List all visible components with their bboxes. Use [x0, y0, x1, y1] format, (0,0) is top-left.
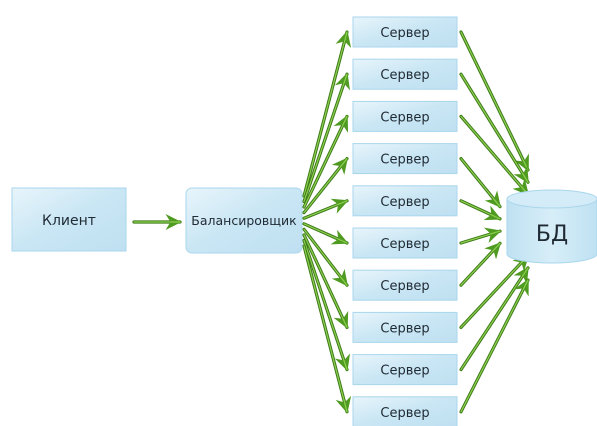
server-node: Сервер	[352, 354, 458, 386]
server-label: Сервер	[380, 279, 429, 294]
arrow-balancer-to-server-highlight	[303, 223, 348, 244]
server-node: Сервер	[352, 396, 458, 426]
server-node: Сервер	[352, 311, 458, 343]
server-box	[352, 311, 458, 343]
balancer-node: Балансировщик	[185, 187, 303, 254]
arrow-server-to-db-highlight	[460, 279, 529, 413]
arrow-balancer-to-server-highlight	[303, 158, 348, 214]
arrow-server-to-db-highlight	[460, 242, 501, 286]
arrow-server-to-db-highlight	[460, 115, 529, 196]
server-node: Сервер	[352, 100, 458, 132]
server-label: Сервер	[380, 153, 429, 168]
server-box	[352, 58, 458, 90]
server-label: Сервер	[380, 364, 429, 379]
arrow-server-to-db-highlight	[460, 73, 529, 183]
database-node: БД	[506, 189, 597, 264]
server-node: Сервер	[352, 227, 458, 259]
server-box	[352, 269, 458, 301]
server-box	[352, 143, 458, 175]
arrow-server-to-db-highlight	[460, 230, 501, 244]
arrow-balancer-to-server-highlight	[303, 228, 348, 286]
server-label: Сервер	[380, 406, 429, 421]
database-label: БД	[536, 222, 568, 247]
arrow-balancer-to-server-highlight	[303, 234, 348, 328]
server-box	[352, 396, 458, 426]
client-label: Клиент	[42, 213, 96, 229]
server-box	[352, 16, 458, 48]
server-box	[352, 185, 458, 217]
arrow-balancer-to-server-highlight	[303, 200, 348, 219]
server-box	[352, 100, 458, 132]
server-node: Сервер	[352, 269, 458, 301]
arrow-server-to-db-highlight	[460, 200, 501, 220]
server-label: Сервер	[380, 321, 429, 336]
arrows-layer	[132, 30, 530, 414]
server-node: Сервер	[352, 58, 458, 90]
client-node: Клиент	[11, 187, 127, 252]
arrow-balancer-to-server-highlight	[303, 239, 348, 371]
server-node: Сервер	[352, 185, 458, 217]
arrow-balancer-to-server-highlight	[303, 31, 348, 197]
arrow-server-to-db-highlight	[460, 31, 529, 171]
arrow-balancer-to-server-highlight	[303, 245, 348, 413]
balancer-label: Балансировщик	[191, 213, 297, 228]
arrow-server-to-db-highlight	[460, 158, 501, 208]
server-node: Сервер	[352, 143, 458, 175]
server-box	[352, 227, 458, 259]
server-label: Сервер	[380, 237, 429, 252]
server-node: Сервер	[352, 16, 458, 48]
server-label: Сервер	[380, 26, 429, 41]
server-label: Сервер	[380, 110, 429, 125]
server-label: Сервер	[380, 195, 429, 210]
arrow-balancer-to-server-highlight	[303, 73, 348, 203]
arrow-balancer-to-server-highlight	[303, 115, 348, 208]
servers-group: СерверСерверСерверСерверСерверСерверСерв…	[352, 16, 458, 426]
server-box	[352, 354, 458, 386]
server-label: Сервер	[380, 68, 429, 83]
